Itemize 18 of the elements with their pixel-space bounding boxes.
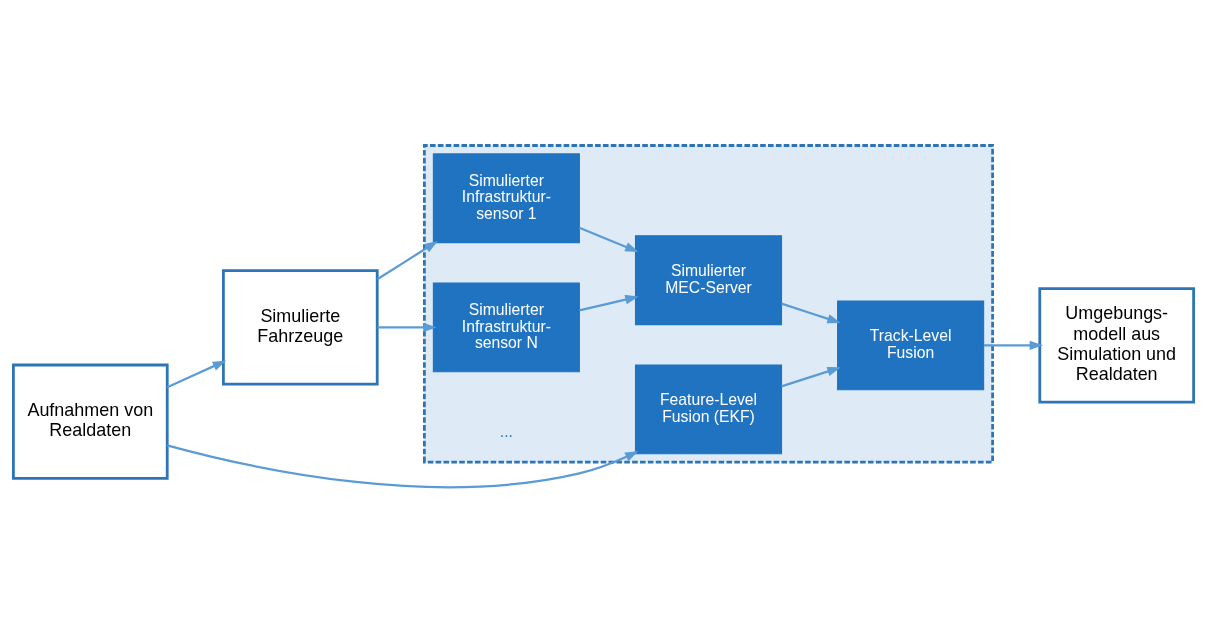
arrow [376,240,438,281]
node-box: Simulierte Fahrzeuge [221,269,379,386]
label: ... [499,423,513,441]
node-box: Simulierter Infrastruktur- sensor N [432,282,580,373]
node-box: Feature-Level Fusion (EKF) [634,364,783,455]
arrow [166,360,227,389]
arrow [781,302,841,324]
node-box: Simulierter MEC-Server [634,235,783,326]
arrow [578,226,639,253]
arrow [579,294,639,312]
node-box: Track-Level Fusion [837,300,985,391]
node-box: Umgebungs- modell aus Simulation und Realdaten [1038,287,1196,404]
arrow [781,367,841,388]
node-box: Aufnahmen von Realdaten [11,363,169,480]
arrow [166,444,639,489]
arrow [377,322,437,333]
arrow [983,340,1044,351]
node-box: Simulierter Infrastruktur- sensor 1 [432,153,580,244]
